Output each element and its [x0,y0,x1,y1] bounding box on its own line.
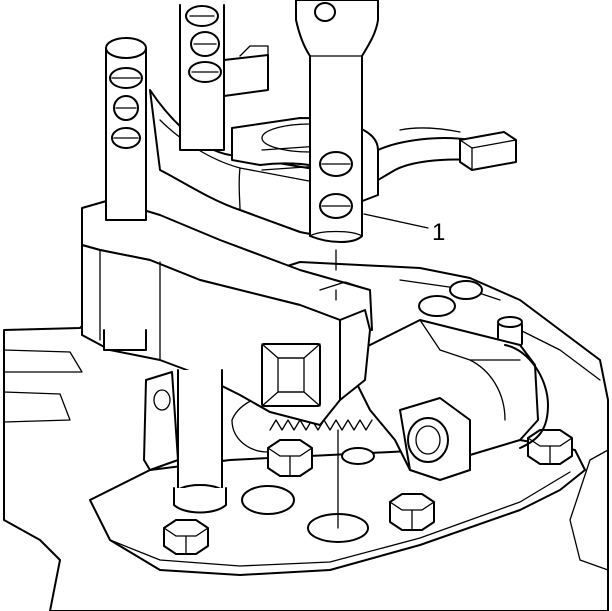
dowel-pin-right [497,316,523,347]
hex-bolt-right [527,429,573,465]
callout-label-1: 1 [432,219,445,246]
shift-rail-middle [179,4,269,151]
shift-fork [81,89,473,471]
hex-bolt-front [389,493,435,531]
case-bore-upper [418,280,483,317]
hex-bolt-center [267,439,313,477]
harness-connector [459,131,517,171]
fork-square-lug [261,343,321,407]
shift-rail-front [173,369,227,514]
shift-rail-left [103,37,147,351]
callout-leader-1 [363,213,429,229]
special-tool-pin-punch [295,0,379,529]
hex-bolt-left [163,519,209,555]
detent-lever-assembly [354,319,549,481]
